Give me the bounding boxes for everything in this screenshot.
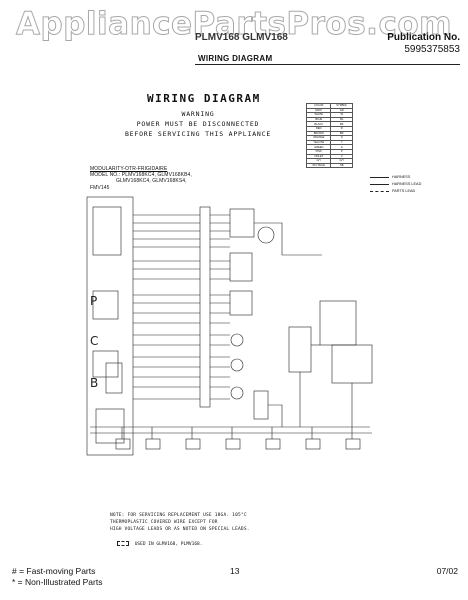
warning-heading: WARNING <box>181 110 215 118</box>
bottom-connector <box>115 438 131 450</box>
legend-parts-lead: PARTS LEAD <box>370 188 421 195</box>
legend-harness-lead: HARNESS LEAD <box>370 181 421 188</box>
model-header: PLMV168 GLMV168 <box>195 32 288 43</box>
dashed-box-icon <box>117 541 129 546</box>
note-line-1: NOTE: FOR SERVICING REPLACEMENT USE 18GA… <box>110 513 247 518</box>
used-in-note: USED IN GLMV168, PLMV168. <box>117 541 202 547</box>
warning-line-2: BEFORE SERVICING THIS APPLIANCE <box>124 130 272 138</box>
interlock-switch-2 <box>230 358 244 372</box>
stirrer-motor <box>229 252 253 282</box>
bottom-connector <box>145 438 161 450</box>
model-numbers-1: PLMV168KC4, GLMV168KB4, <box>121 172 192 179</box>
warning-block: WARNING POWER MUST BE DISCONNECTED BEFOR… <box>118 109 278 139</box>
interlock-switch-3 <box>230 386 244 400</box>
color-table-cell: SKY BLUE <box>305 162 332 169</box>
bottom-connector <box>225 438 241 450</box>
footer-fast-moving: # = Fast-moving Parts <box>12 566 96 576</box>
turntable-motor <box>229 208 255 238</box>
relay-block-c <box>105 362 123 394</box>
thermal-cutout <box>253 390 269 420</box>
terminal-strip <box>199 206 211 408</box>
model-line-3: FMV145 <box>90 184 110 191</box>
section-label-p: P <box>90 294 97 308</box>
section-title: WIRING DIAGRAM <box>198 54 273 63</box>
wiring-schematic: P C B <box>82 195 382 490</box>
lamp-lead <box>254 222 322 256</box>
magnetron <box>331 344 373 384</box>
display-module <box>92 206 122 256</box>
note-line-3: HIGH VOLTAGE LEADS OR AS NOTED ON SPECIA… <box>110 527 250 532</box>
page-number: 13 <box>230 566 240 576</box>
publication-label: Publication No. <box>387 32 460 43</box>
vent-motor <box>229 290 253 316</box>
power-relay-block <box>92 290 119 320</box>
hv-transformer <box>288 326 312 373</box>
relay-block-b <box>95 408 125 444</box>
model-line-2: GLMV168KC4, GLMV168KS4, <box>116 178 187 185</box>
wire-legend: HARNESS HARNESS LEAD PARTS LEAD <box>370 174 421 195</box>
bottom-connector <box>345 438 361 450</box>
cutout-bus-lead <box>268 404 283 427</box>
oven-lamp <box>257 226 275 244</box>
service-note: NOTE: FOR SERVICING REPLACEMENT USE 18GA… <box>110 512 250 533</box>
model-list: MODULARITY-OTR-FRIGIDAIRE MODEL NO.: PLM… <box>90 166 192 191</box>
header-rule <box>195 64 460 65</box>
interlock-switch-1 <box>230 333 244 347</box>
schematic-drawing: P C B <box>86 196 373 456</box>
warning-line-1: POWER MUST BE DISCONNECTED <box>136 120 260 128</box>
publication-info: Publication No. 5995375853 <box>387 32 460 56</box>
footer-legend: # = Fast-moving Parts * = Non-Illustrate… <box>12 566 102 588</box>
bottom-connector <box>305 438 321 450</box>
model-line-1: MODEL NO.: PLMV168KC4, GLMV168KB4, <box>90 172 192 178</box>
watermark: AppliancePartsPros.com <box>16 6 452 43</box>
bottom-connector <box>265 438 281 450</box>
legend-harness: HARNESS <box>370 174 421 181</box>
modularity-label: MODULARITY-OTR-FRIGIDAIRE <box>90 166 168 172</box>
relay-block-p <box>92 350 119 378</box>
diagram-title: WIRING DIAGRAM <box>147 92 261 105</box>
bottom-connector <box>185 438 201 450</box>
section-label-c: C <box>90 334 98 348</box>
model-no-label: MODEL NO.: <box>90 172 121 179</box>
note-line-2: THERMOPLASTIC COVERED WIRE EXCEPT FOR <box>110 520 218 525</box>
footer-non-illustrated: * = Non-Illustrated Parts <box>12 577 103 587</box>
used-in-text: USED IN GLMV168, PLMV168. <box>134 542 203 547</box>
footer-date: 07/02 <box>436 566 458 576</box>
hv-capacitor <box>319 300 357 346</box>
control-board-outline <box>86 196 134 456</box>
color-table-cell: SB <box>330 162 353 169</box>
publication-number: 5995375853 <box>404 44 460 55</box>
section-label-b: B <box>90 376 98 390</box>
